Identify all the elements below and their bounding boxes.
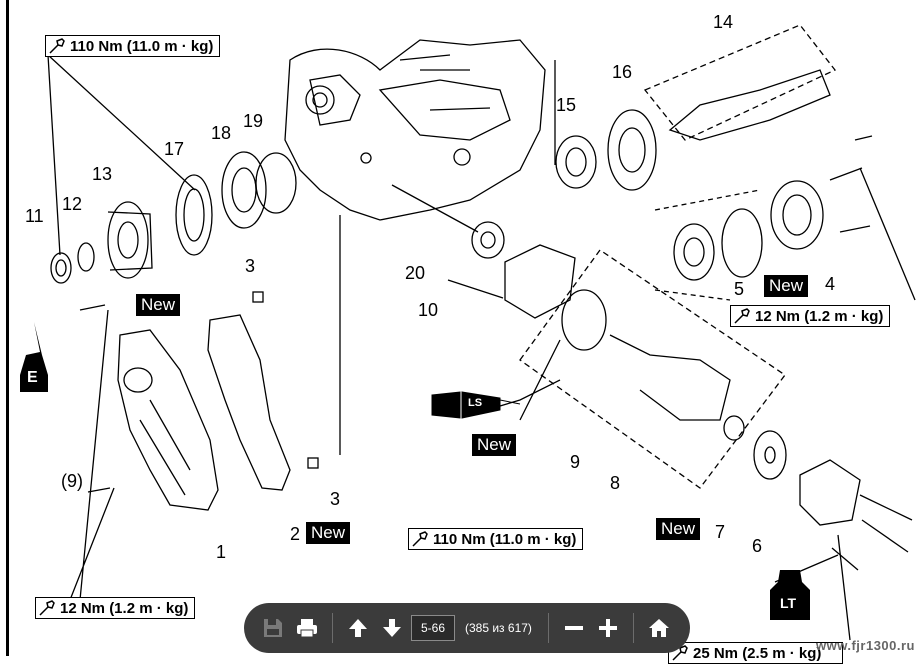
previous-page-button[interactable] — [343, 613, 373, 643]
callout-15: 15 — [556, 95, 577, 115]
wrench-icon — [412, 531, 428, 547]
page-count-label: (385 из 617) — [465, 621, 532, 635]
locktite-letter: LT — [780, 595, 797, 611]
home-icon — [648, 619, 669, 637]
engine-oil-letter: E — [27, 369, 38, 386]
new-tag-4: New — [764, 275, 809, 297]
torque-box-bottom-left: 12 Nm (1.2 m · kg) — [35, 597, 196, 619]
callout-17: 17 — [164, 139, 185, 159]
callout-11: 11 — [25, 206, 44, 226]
callout-10: 10 — [418, 300, 439, 320]
torque-box-bottom-mid: 110 Nm (11.0 m · kg) — [408, 528, 584, 550]
plus-icon — [598, 619, 617, 637]
callout-18: 18 — [211, 123, 232, 143]
callout-14: 14 — [713, 12, 734, 32]
grease-letter: LS — [468, 397, 483, 409]
torque-box-top-left: 110 Nm (11.0 m · kg) — [45, 35, 221, 57]
toolbar-separator — [547, 613, 549, 643]
torque-value: 25 Nm (2.5 m · kg) — [693, 644, 822, 662]
page-edge-bar — [6, 0, 9, 656]
callout-2: 2 — [290, 524, 301, 544]
print-button[interactable] — [292, 613, 322, 643]
zoom-in-button[interactable] — [593, 613, 623, 643]
callout-13: 13 — [92, 164, 113, 184]
callout-19: 19 — [243, 111, 264, 131]
printer-icon — [297, 619, 317, 638]
viewer-toolbar: (385 из 617) — [244, 603, 690, 653]
grease-tube-symbol — [431, 391, 521, 419]
site-watermark: www.fjr1300.ru — [816, 638, 915, 653]
home-button[interactable] — [644, 613, 674, 643]
new-tag-12: New — [136, 294, 181, 316]
torque-value: 110 Nm (11.0 m · kg) — [433, 530, 577, 548]
save-icon — [264, 619, 282, 637]
torque-value: 12 Nm (1.2 m · kg) — [60, 599, 189, 617]
torque-value: 110 Nm (11.0 m · kg) — [70, 37, 214, 55]
toolbar-separator — [632, 613, 634, 643]
torque-box-right: 12 Nm (1.2 m · kg) — [730, 305, 891, 327]
new-tag-2: New — [306, 522, 351, 544]
callout-12: 12 — [62, 194, 83, 214]
arrow-down-icon — [383, 619, 401, 637]
minus-icon — [564, 626, 583, 630]
engine-oil-symbol — [20, 322, 48, 392]
wrench-icon — [734, 308, 750, 324]
locktite-symbol — [770, 570, 810, 620]
toolbar-separator — [332, 613, 333, 643]
wrench-icon — [39, 600, 55, 616]
callout-8: 8 — [610, 473, 621, 493]
callout-4: 4 — [825, 274, 836, 294]
callout-6: 6 — [752, 536, 763, 556]
wrench-icon — [49, 38, 65, 54]
save-button[interactable] — [258, 613, 288, 643]
callout-9: 9 — [570, 452, 581, 472]
callout-1: 1 — [216, 542, 227, 562]
callout-5: 5 — [734, 279, 745, 299]
zoom-out-button[interactable] — [559, 613, 589, 643]
callout-16: 16 — [612, 62, 633, 82]
torque-value: 12 Nm (1.2 m · kg) — [755, 307, 884, 325]
callout-20: 20 — [405, 263, 426, 283]
callout-3a: 3 — [245, 256, 256, 276]
callout-3b: 3 — [330, 489, 341, 509]
arrow-up-icon — [349, 619, 367, 637]
new-tag-9: New — [472, 434, 517, 456]
new-tag-7: New — [656, 518, 701, 540]
page-number-input[interactable] — [411, 615, 455, 641]
callout-7: 7 — [715, 522, 726, 542]
callout-9-paren: (9) — [61, 471, 83, 491]
next-page-button[interactable] — [377, 613, 407, 643]
